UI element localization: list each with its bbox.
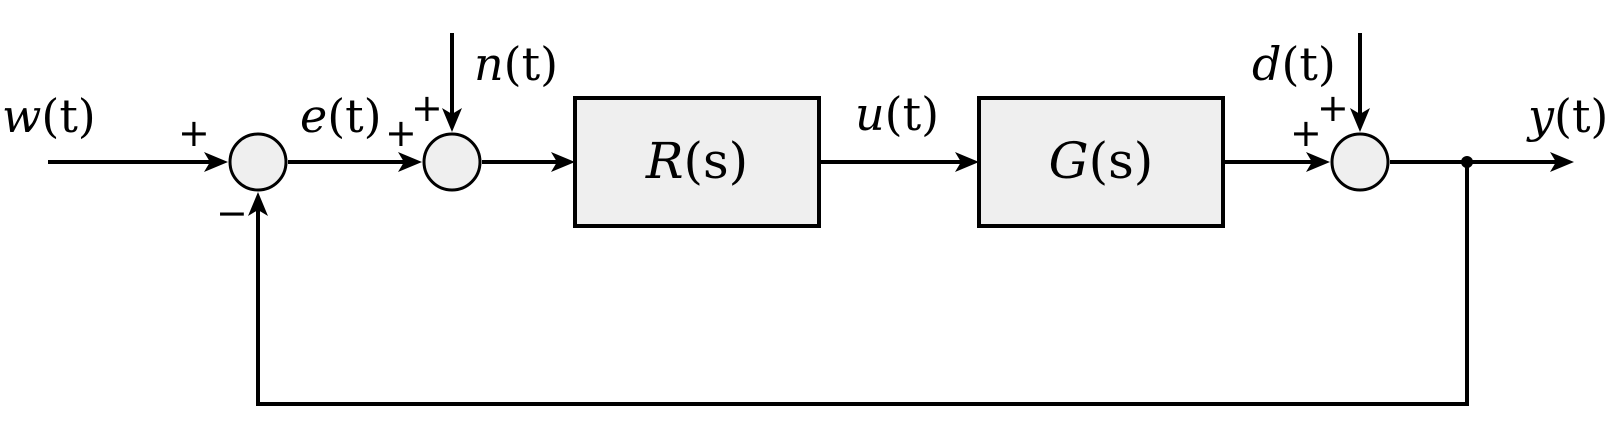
signal-label-n: n(t) (474, 37, 558, 91)
arrowhead-plant-input (955, 152, 979, 172)
arrowhead-sum2-input (398, 152, 422, 172)
sign-sum2-disturbance: + (411, 86, 443, 130)
signal-label-y: y(t) (1526, 89, 1608, 143)
arrowhead-controller-input (551, 152, 575, 172)
summing-junction-noise (422, 132, 482, 192)
arrowhead-sum1-feedback (248, 192, 268, 216)
controller-block (573, 96, 821, 228)
signal-label-w: w(t) (2, 89, 96, 143)
sign-sum2-input: + (385, 111, 417, 155)
sign-sum3-input: + (1290, 111, 1322, 155)
controller-label: R(s) (645, 132, 748, 190)
sign-sum3-disturbance: + (1317, 86, 1349, 130)
summing-junction-disturbance (1330, 132, 1390, 192)
signal-label-e: e(t) (300, 89, 382, 143)
plant-label: G(s) (1049, 132, 1154, 190)
arrowhead-sum3-input (1306, 152, 1330, 172)
arrowhead-sum3-disturbance (1350, 108, 1370, 132)
plant-block (977, 96, 1225, 228)
feedback-path (256, 162, 1469, 406)
sign-sum1-input: + (178, 111, 210, 155)
branch-point (1461, 156, 1473, 168)
sign-sum1-feedback: − (216, 191, 248, 235)
signal-label-u: u(t) (855, 87, 939, 141)
arrowhead-sum2-disturbance (442, 108, 462, 132)
signal-label-d: d(t) (1252, 37, 1336, 91)
summing-junction-error (228, 132, 288, 192)
arrowhead-sum1-input (204, 152, 228, 172)
arrowhead-output (1550, 152, 1574, 172)
